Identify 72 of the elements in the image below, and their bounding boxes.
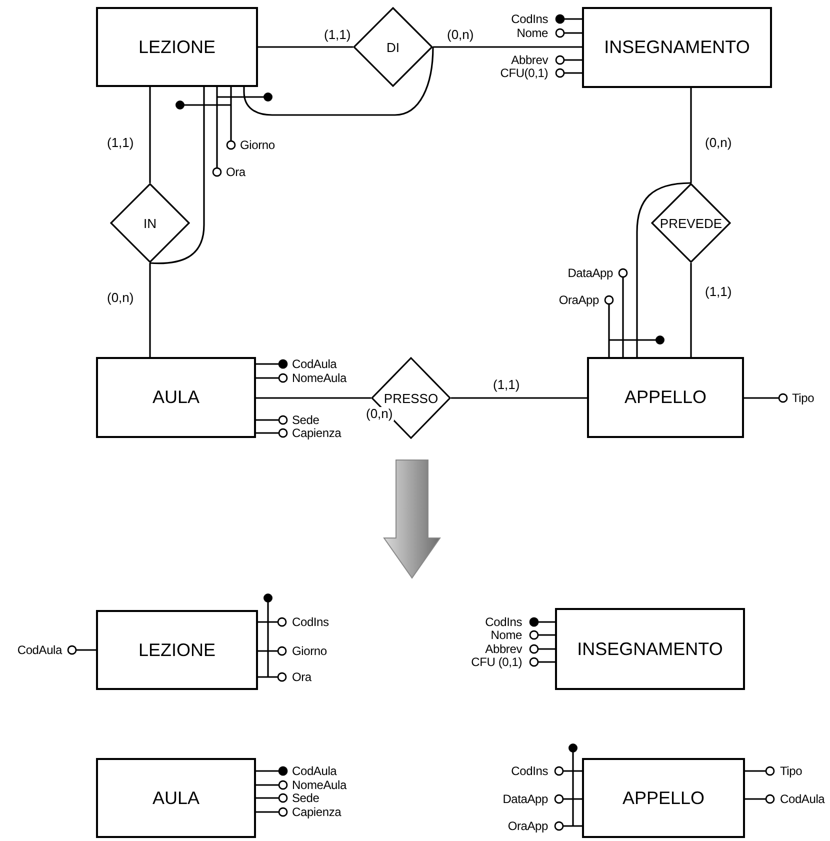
entity-box bbox=[96, 610, 258, 690]
entity-box bbox=[96, 357, 256, 438]
entity-box bbox=[555, 608, 745, 690]
cardinality-label: (1,1) bbox=[492, 378, 521, 392]
cardinality-label: (1,1) bbox=[106, 136, 135, 150]
entity-box bbox=[587, 357, 744, 438]
attribute-name: Abbrev bbox=[485, 643, 522, 655]
entity-name: APPELLO bbox=[622, 788, 705, 808]
entity-box bbox=[582, 7, 772, 88]
attribute-name: CodIns bbox=[485, 616, 522, 628]
connector-line bbox=[690, 263, 692, 357]
attribute-name: Nome bbox=[516, 27, 548, 39]
entity-name: AULA bbox=[152, 387, 200, 408]
relationship-diamond bbox=[353, 7, 433, 87]
connector-line bbox=[690, 88, 692, 183]
cardinality-label: (0,n) bbox=[106, 291, 135, 305]
connector-line bbox=[149, 87, 151, 183]
attribute-name: OraApp bbox=[558, 294, 599, 306]
entity-name: AULA bbox=[152, 788, 200, 808]
attribute-name: CodAula bbox=[780, 793, 825, 805]
attribute-name: DataApp bbox=[502, 793, 548, 805]
attribute-name: Sede bbox=[292, 792, 320, 804]
attribute-name: CFU(0,1) bbox=[500, 67, 548, 79]
attribute-name: Ora bbox=[226, 166, 246, 178]
entity-name: LEZIONE bbox=[138, 36, 216, 58]
attribute-name: CodAula bbox=[292, 765, 337, 777]
entity-name: INSEGNAMENTO bbox=[577, 638, 723, 660]
attribute-name: OraApp bbox=[508, 820, 548, 832]
connector-line bbox=[258, 46, 353, 48]
relationship-name: PRESSO bbox=[384, 390, 438, 406]
attribute-name: CFU (0,1) bbox=[471, 656, 522, 668]
attribute-name: CodIns bbox=[292, 616, 329, 628]
connector-line bbox=[150, 87, 205, 264]
connector-line bbox=[451, 397, 587, 399]
attribute-name: Giorno bbox=[292, 645, 327, 657]
relationship-name: DI bbox=[386, 40, 400, 54]
attribute-name: Capienza bbox=[292, 427, 342, 439]
attribute-name: NomeAula bbox=[292, 372, 346, 384]
entity-box bbox=[96, 758, 256, 838]
connector-line bbox=[636, 182, 692, 357]
connector-line bbox=[433, 46, 582, 48]
relationship-diamond bbox=[110, 183, 190, 263]
entity-box bbox=[582, 758, 745, 838]
attribute-name: DataApp bbox=[568, 267, 613, 279]
entity-name: INSEGNAMENTO bbox=[604, 37, 750, 58]
relationship-diamond bbox=[651, 183, 731, 263]
attribute-name: Ora bbox=[292, 671, 312, 683]
attribute-name: Nome bbox=[490, 629, 522, 641]
attribute-name: Tipo bbox=[780, 765, 802, 777]
entity-box bbox=[96, 7, 258, 87]
attribute-name: CodAula bbox=[292, 358, 337, 370]
attribute-name: Sede bbox=[292, 414, 320, 426]
cardinality-label: (0,n) bbox=[365, 407, 394, 421]
attribute-name: NomeAula bbox=[292, 779, 346, 791]
connector-line bbox=[149, 263, 151, 357]
cardinality-label: (0,n) bbox=[446, 28, 475, 42]
attribute-name: CodIns bbox=[511, 765, 548, 777]
connector-line bbox=[256, 397, 371, 399]
relationship-name: PREVEDE bbox=[660, 216, 722, 230]
attribute-name: CodAula bbox=[17, 644, 62, 656]
cardinality-label: (1,1) bbox=[704, 285, 733, 299]
attribute-name: CodIns bbox=[511, 13, 548, 25]
cardinality-label: (0,n) bbox=[704, 136, 733, 150]
attribute-name: Tipo bbox=[792, 392, 814, 404]
relationship-name: IN bbox=[144, 216, 156, 230]
entity-name: LEZIONE bbox=[138, 640, 216, 660]
attribute-name: Giorno bbox=[240, 139, 275, 151]
cardinality-label: (1,1) bbox=[323, 28, 352, 42]
attribute-name: Capienza bbox=[292, 806, 342, 818]
entity-name: APPELLO bbox=[624, 387, 707, 408]
connector-line bbox=[243, 46, 434, 116]
attribute-name: Abbrev bbox=[511, 54, 548, 66]
